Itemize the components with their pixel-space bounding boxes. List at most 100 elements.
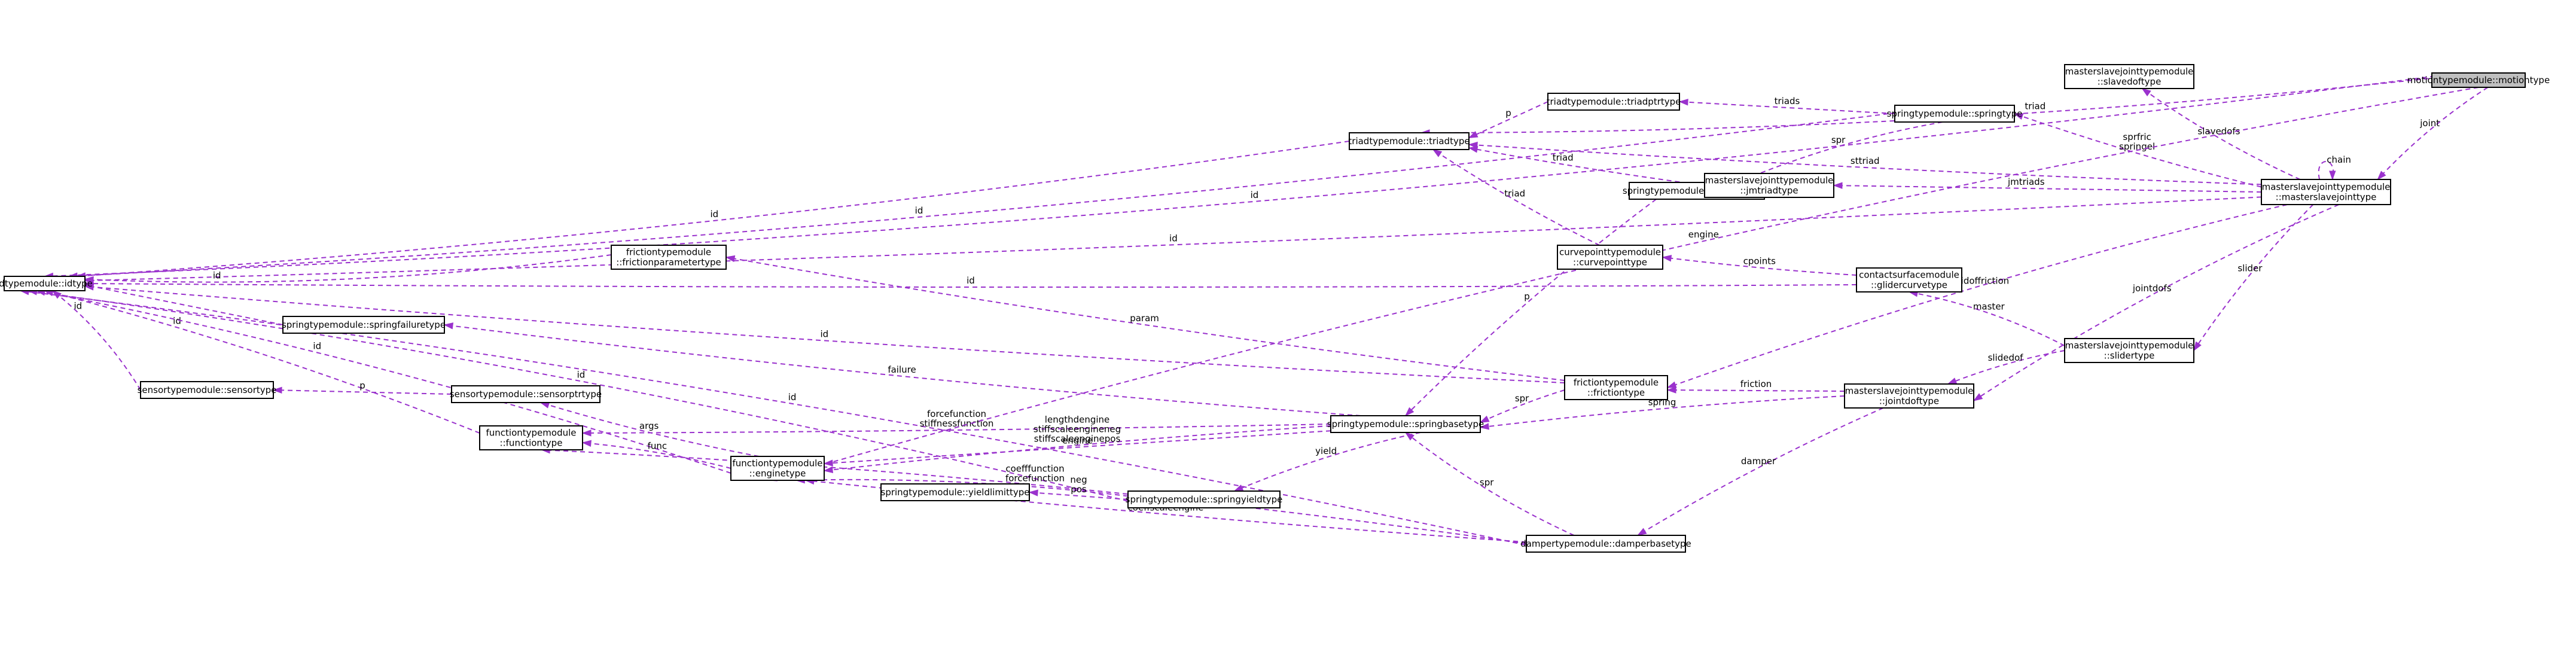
node-box (1844, 383, 1974, 409)
nodes-layer: motiontypemodule::motiontypeidtypemodule… (0, 64, 2550, 553)
node-label: masterslavejointtypemodule (1705, 175, 1834, 186)
edge-line (541, 449, 1527, 544)
node-jmtriad[interactable]: masterslavejointtypemodule::jmtriadtype (1704, 173, 1834, 198)
edge-arrowhead (1662, 255, 1672, 262)
edge-function-to-idtype: id (44, 290, 480, 434)
node-friction[interactable]: frictiontypemodule::frictiontype (1564, 375, 1668, 400)
edge-jmtriad-to-triad: triad (1468, 146, 1705, 186)
node-sensor[interactable]: sensortypemodule::sensortype (138, 381, 277, 399)
edge-line (2377, 87, 2489, 180)
node-box (1330, 415, 1481, 433)
node-label: ::slavedoftype (2098, 77, 2162, 87)
node-glidercurve[interactable]: contactsurfacemodule::glidercurvetype (1856, 267, 1962, 292)
edge-sensorptr-to-sensor: p (272, 380, 452, 395)
node-triad[interactable]: triadtypemodule::triadtype (1348, 132, 1470, 150)
node-label: functiontypemodule (486, 428, 577, 438)
edge-arrowhead (1678, 99, 1688, 106)
edge-label: p (359, 380, 365, 391)
node-function[interactable]: functiontypemodule::functiontype (479, 425, 583, 450)
edge-line (1737, 121, 1943, 183)
node-label: dampertypemodule::damperbasetype (1520, 538, 1691, 549)
edge-label: id (74, 301, 83, 312)
edge-label: triad (1504, 188, 1525, 199)
edge-line (805, 480, 1527, 543)
edge-label: id (915, 205, 923, 216)
node-springfailure[interactable]: springtypemodule::springfailuretype (282, 316, 446, 334)
node-box (1557, 245, 1663, 270)
node-label: functiontypemodule (733, 458, 823, 469)
edge-label: engine (1062, 435, 1093, 446)
node-msjoint[interactable]: masterslavejointtypemodule::masterslavej… (2261, 179, 2391, 205)
edge-label: id (213, 270, 221, 281)
node-jointdof[interactable]: masterslavejointtypemodule::jointdoftype (1844, 383, 1974, 409)
edge-slider-to-glidercurve: master (1908, 290, 2065, 346)
node-springbase[interactable]: springtypemodule::springbasetype (1327, 415, 1484, 433)
edge-engine-to-function: func (581, 440, 731, 469)
edge-damperbase-to-springbase: spr (1404, 432, 1575, 536)
node-label: idtypemodule::idtype (0, 278, 93, 289)
node-triadptr[interactable]: triadtypemodule::triadptrtype (1547, 93, 1681, 111)
node-sensorptr[interactable]: sensortypemodule::sensorptrtype (450, 385, 602, 403)
edge-arrowhead (1666, 386, 1676, 394)
node-box (140, 381, 274, 399)
edge-label: coefffunction (1005, 464, 1064, 474)
edge-line (1667, 389, 1845, 392)
node-label: masterslavejointtypemodule (1845, 386, 1974, 397)
edge-line (1029, 492, 1129, 500)
edge-label: stiffnessfunction (920, 418, 994, 429)
edge-line (796, 479, 1129, 497)
edge-label: springel (2119, 141, 2155, 152)
node-slider[interactable]: masterslavejointtypemodule::slidertype (2064, 338, 2194, 363)
node-box (1894, 105, 2015, 123)
edge-label: id (967, 275, 975, 286)
edge-label: damper (1741, 456, 1776, 467)
edge-msjoint-to-jmtriad: jmtriads (1833, 176, 2262, 193)
node-springtype[interactable]: springtypemodule::springtype (1887, 105, 2023, 123)
edge-friction-to-frictionparam: param (725, 255, 1565, 381)
edge-arrowhead (1432, 149, 1443, 157)
edge-label: neg (1070, 474, 1087, 485)
node-box (2064, 64, 2194, 89)
edge-glidercurve-to-idtype: id (84, 275, 1857, 288)
edge-arrowhead (1973, 393, 1983, 401)
node-label: ::jointdoftype (1879, 396, 1939, 407)
edge-label: sttriad (1851, 156, 1880, 166)
edge-line (1833, 185, 2262, 193)
edge-curvepoint-to-triad: triad (1432, 149, 1600, 246)
node-box (611, 245, 727, 270)
edge-line (36, 290, 731, 474)
edge-label: jointdofs (2132, 283, 2172, 294)
node-yieldlimit[interactable]: springtypemodule::yieldlimittype (880, 483, 1030, 501)
node-springyield[interactable]: springtypemodule::springyieldtype (1126, 490, 1283, 508)
node-label: frictiontypemodule (1574, 377, 1659, 388)
node-frictionparam[interactable]: frictiontypemodule::frictionparametertyp… (611, 245, 727, 270)
node-slavedof[interactable]: masterslavejointtypemodule::slavedoftype (2064, 64, 2194, 89)
edge-label: joint (2419, 118, 2440, 129)
node-label: motiontypemodule::motiontype (2407, 75, 2550, 86)
node-box (1564, 375, 1668, 400)
edge-motion-to-engine: engine (767, 87, 2479, 482)
node-box (1349, 132, 1470, 150)
node-engine[interactable]: functiontypemodule::enginetype (730, 456, 825, 481)
node-label: masterslavejointtypemodule (2065, 66, 2194, 77)
edge-label: yield (1315, 446, 1337, 456)
edge-line (1234, 432, 1421, 492)
edge-arrowhead (2193, 341, 2202, 352)
edge-line (68, 105, 1955, 277)
node-curvepoint[interactable]: curvepointtypemodule::curvepointtype (1557, 245, 1663, 270)
edge-sensor-to-idtype: id (51, 290, 141, 391)
edge-arrowhead (1833, 182, 1843, 189)
edge-label: id (313, 340, 321, 351)
edge-springbase-to-springyield: yield (1233, 432, 1421, 492)
edge-line (20, 290, 1559, 553)
edge-label: engine (1688, 229, 1719, 240)
node-motion[interactable]: motiontypemodule::motiontype (2407, 72, 2550, 88)
node-damperbase[interactable]: dampertypemodule::damperbasetype (1520, 535, 1691, 553)
edge-label: id (1251, 190, 1259, 200)
node-idtype[interactable]: idtypemodule::idtype (0, 276, 93, 291)
edge-label: id (820, 328, 828, 339)
edge-line (824, 425, 1331, 471)
